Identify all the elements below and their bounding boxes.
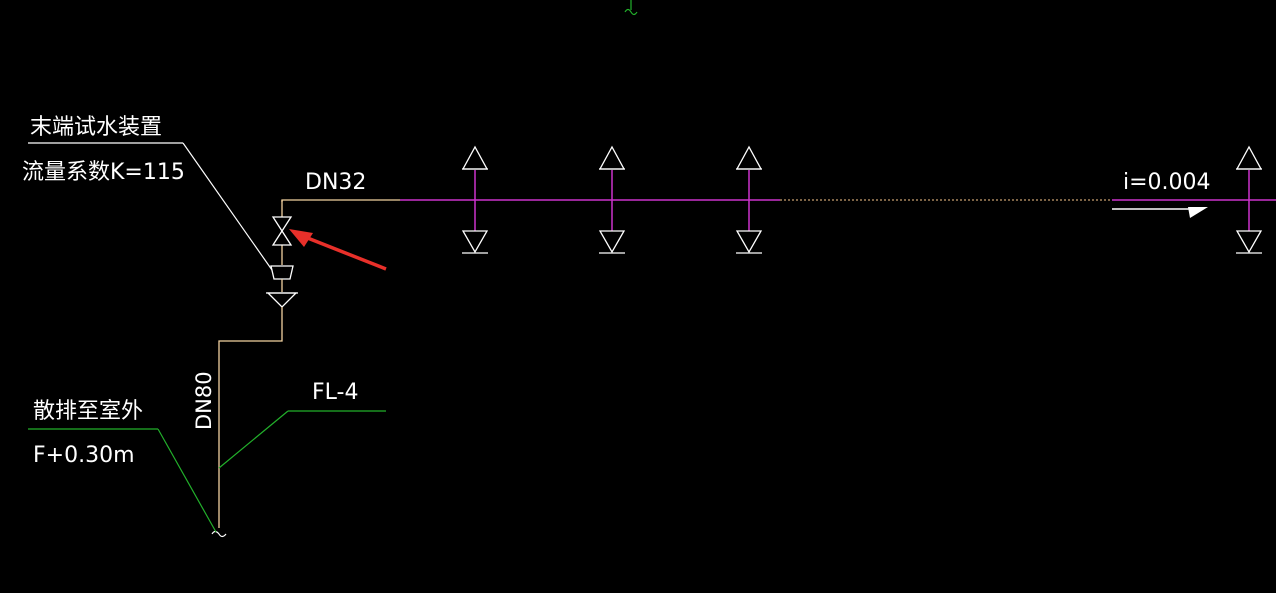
drain-pipe-dn80: [218, 307, 283, 528]
sprinkler-head-icon: [1235, 145, 1263, 254]
slope-label: i=0.004: [1123, 170, 1211, 195]
discharge-leader: [28, 428, 217, 533]
sprinkler-group: [461, 145, 1263, 254]
discharge-label: 散排至室外: [33, 399, 143, 424]
terminal-device-label: 末端试水装置: [30, 115, 162, 140]
branch-pipe-dn32: [281, 199, 400, 265]
flow-coefficient-label: 流量系数K=115: [22, 160, 185, 185]
riser-leader: [218, 410, 386, 469]
pipe-break-icon: [211, 530, 227, 538]
slope-arrow-icon: [1112, 207, 1208, 218]
riser-label: FL-4: [312, 380, 358, 405]
elevation-label: F+0.30m: [33, 443, 135, 468]
drain-cup-icon: [270, 265, 294, 280]
sprinkler-head-icon: [598, 145, 626, 254]
pipe-break-icon: [624, 0, 638, 16]
valve-icon: [271, 216, 293, 246]
annotation-arrow: [289, 229, 387, 271]
dn80-label: DN80: [192, 371, 216, 430]
sprinkler-head-icon: [735, 145, 763, 254]
sprinkler-head-icon: [461, 145, 489, 254]
funnel-icon: [266, 292, 298, 308]
dn32-label: DN32: [305, 170, 366, 195]
terminal-device-leader: [28, 142, 273, 271]
